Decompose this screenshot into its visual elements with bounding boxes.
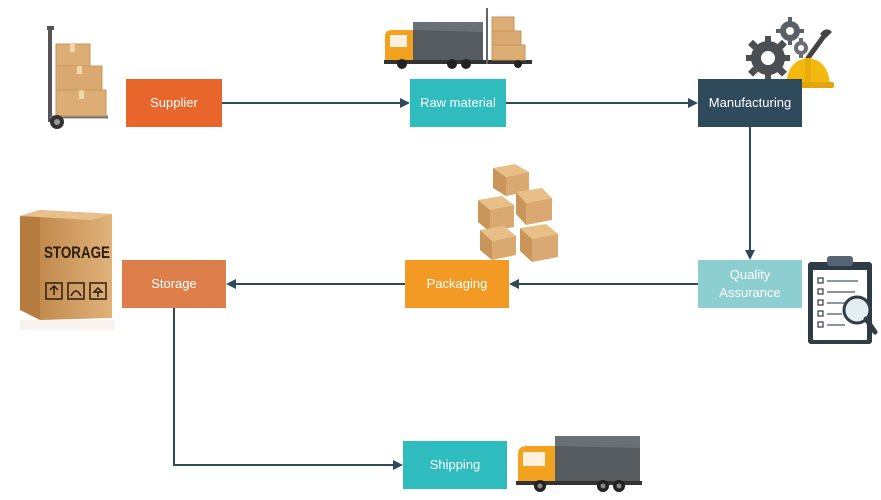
node-storage-label: Storage: [151, 276, 197, 291]
node-quality-assurance-label: Quality Assurance: [719, 267, 781, 300]
hand-truck-boxes-icon: [47, 26, 108, 129]
connectors: [173, 98, 755, 470]
node-shipping: Shipping: [403, 441, 507, 489]
node-packaging: Packaging: [405, 260, 509, 308]
node-manufacturing: Manufacturing: [698, 79, 802, 127]
node-supplier-label: Supplier: [150, 95, 198, 110]
storage-box-label: STORAGE: [44, 243, 110, 262]
clipboard-magnifier-icon: [808, 256, 878, 344]
gears-wrench-hardhat-icon: [746, 17, 834, 88]
node-supplier: Supplier: [126, 79, 222, 127]
node-shipping-label: Shipping: [429, 457, 481, 472]
node-manufacturing-label: Manufacturing: [708, 95, 792, 110]
node-raw-material: Raw material: [410, 79, 506, 127]
delivery-truck-icon: [516, 436, 642, 492]
stacked-boxes-icon: [478, 164, 558, 262]
truck-with-boxes-icon: [384, 8, 532, 69]
edge-storage-to-shipping: [173, 308, 403, 470]
storage-box-icon: STORAGE: [20, 210, 115, 330]
node-packaging-label: Packaging: [426, 276, 488, 291]
node-quality-assurance: Quality Assurance: [698, 260, 802, 308]
node-storage: Storage: [122, 260, 226, 308]
node-raw-material-label: Raw material: [420, 95, 496, 110]
